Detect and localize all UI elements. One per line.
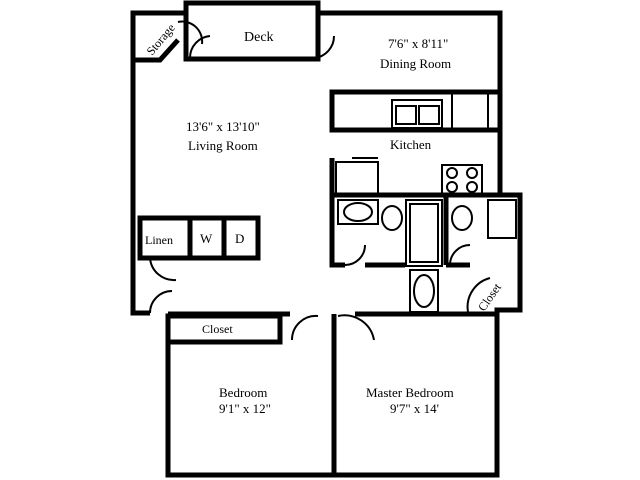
storage: [135, 20, 204, 63]
closet-bedroom-label: Closet: [202, 322, 233, 336]
bedroom-name: Bedroom: [219, 385, 267, 400]
bath-closet: [466, 277, 497, 317]
master-dims: 9'7" x 14': [390, 401, 439, 416]
bedroom-walls: [290, 314, 375, 475]
linen-label: Linen: [145, 233, 173, 247]
dining-name: Dining Room: [380, 56, 451, 71]
master-name: Master Bedroom: [366, 385, 454, 400]
storage-label: Storage: [144, 21, 178, 58]
bedroom-closet: [165, 313, 283, 345]
dining-dims: 7'6" x 8'11": [388, 36, 448, 51]
deck-label: Deck: [244, 30, 274, 45]
kitchen-label: Kitchen: [390, 137, 432, 152]
deck: [183, 0, 336, 62]
living-name: Living Room: [188, 138, 258, 153]
washer-label: W: [200, 231, 213, 246]
dryer-label: D: [235, 231, 244, 246]
bedroom-dims: 9'1" x 12": [219, 401, 271, 416]
living-dims: 13'6" x 13'10": [186, 119, 260, 134]
kitchen-counter: [329, 89, 503, 198]
laundry: [137, 215, 261, 314]
bathrooms: [329, 195, 517, 313]
